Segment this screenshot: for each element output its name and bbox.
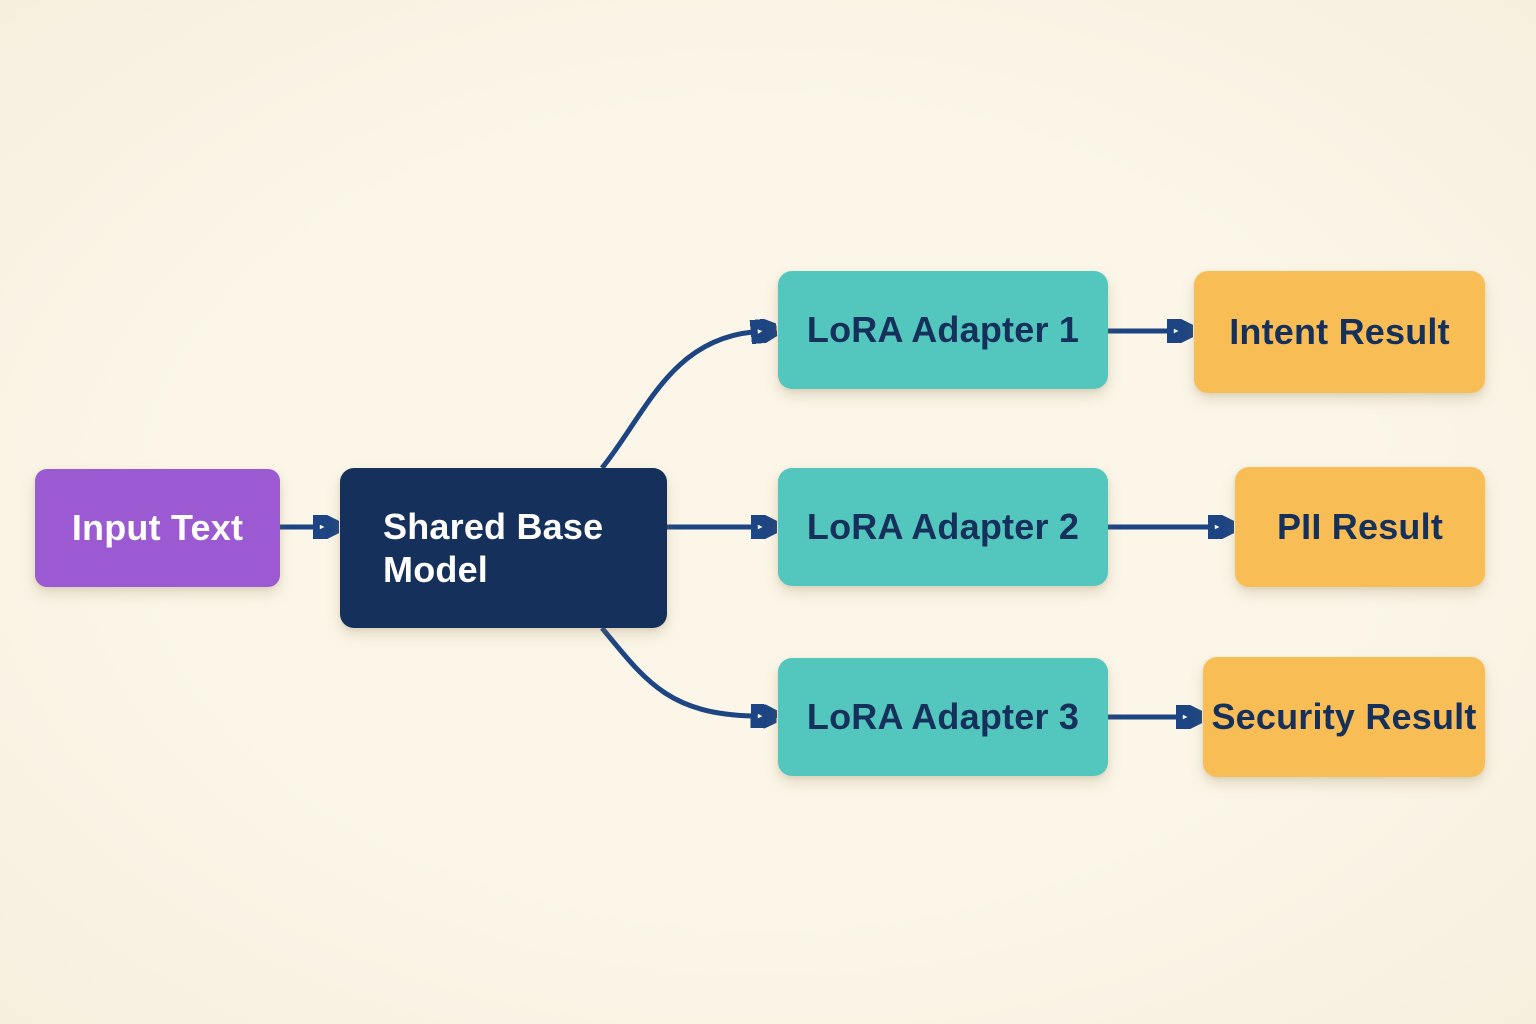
node-input-text-label: Input Text — [71, 507, 244, 548]
node-pii-result: PII Result — [1235, 467, 1485, 587]
node-intent-result: Intent Result — [1194, 271, 1485, 393]
edge-base-to-adapter1 — [600, 332, 753, 470]
node-lora-adapter-1-label: LoRA Adapter 1 — [806, 309, 1080, 350]
node-shared-base-model-label: Shared Base Model — [383, 505, 604, 590]
node-pii-result-label: PII Result — [1276, 506, 1444, 547]
node-intent-result-label: Intent Result — [1229, 311, 1450, 352]
node-lora-adapter-3: LoRA Adapter 3 — [778, 658, 1108, 776]
node-lora-adapter-3-label: LoRA Adapter 3 — [806, 696, 1080, 737]
node-input-text: Input Text — [35, 469, 280, 587]
edge-base-to-adapter3 — [600, 626, 753, 716]
node-security-result: Security Result — [1203, 657, 1485, 777]
node-lora-adapter-2: LoRA Adapter 2 — [778, 468, 1108, 586]
node-lora-adapter-2-label: LoRA Adapter 2 — [806, 506, 1080, 547]
node-lora-adapter-1: LoRA Adapter 1 — [778, 271, 1108, 389]
node-security-result-label: Security Result — [1211, 696, 1477, 737]
node-shared-base-model: Shared Base Model — [340, 468, 667, 628]
